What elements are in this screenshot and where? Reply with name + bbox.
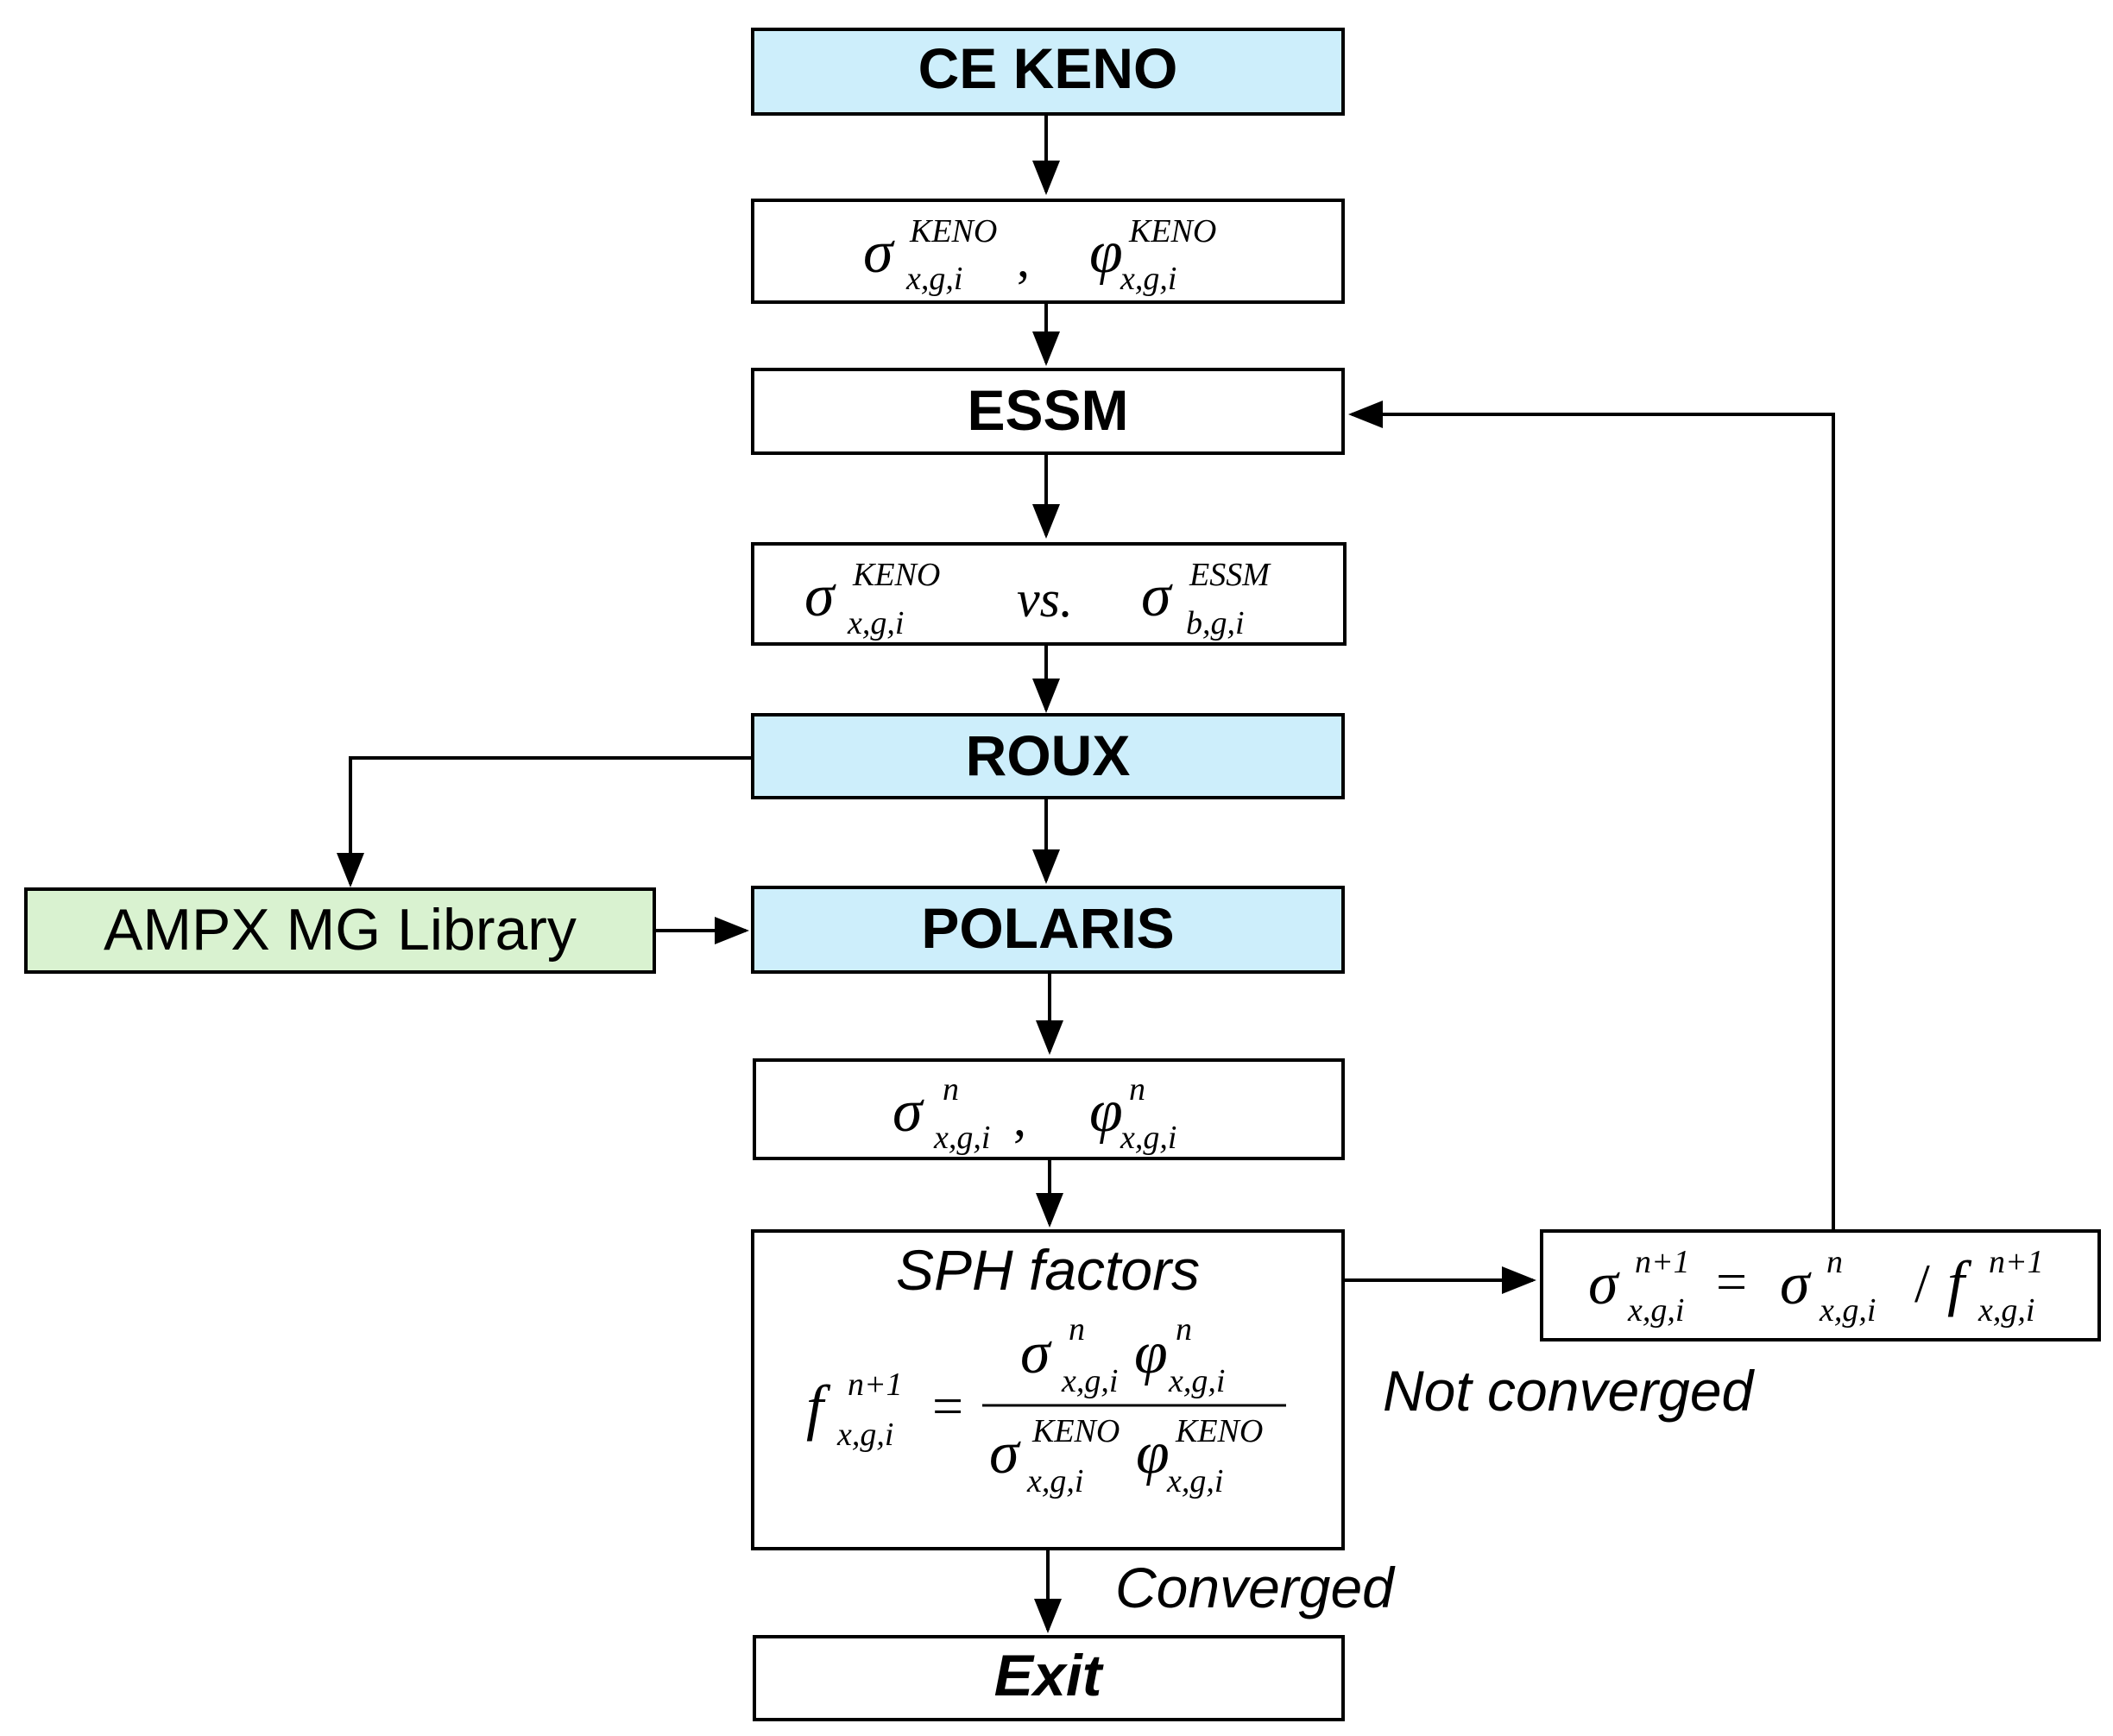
ampx-label: AMPX MG Library	[104, 897, 577, 963]
sigma-symbol: σ	[893, 1078, 924, 1145]
roux-box	[751, 713, 1345, 799]
subscript-xgi: x,g,i	[1166, 1463, 1223, 1499]
sigma-symbol: σ	[863, 219, 895, 286]
slash-sign: /	[1914, 1253, 1930, 1314]
comma: ,	[1017, 230, 1030, 287]
polaris-label: POLARIS	[921, 896, 1174, 960]
superscript-keno: KENO	[1031, 1413, 1120, 1449]
exit-label: Exit	[994, 1643, 1104, 1708]
superscript-n: n	[1129, 1071, 1145, 1108]
polaris-box	[751, 886, 1345, 974]
superscript-n1: n+1	[848, 1367, 903, 1403]
superscript-n: n	[1069, 1311, 1085, 1348]
subscript-xgi: x,g,i	[1061, 1363, 1118, 1399]
superscript-n1: n+1	[1635, 1244, 1690, 1280]
superscript-keno: KENO	[909, 213, 997, 249]
essm-label: ESSM	[967, 378, 1128, 442]
ampx-box	[24, 887, 656, 974]
superscript-n: n	[1176, 1311, 1192, 1348]
keno-vs-essm-formula: σ KENO x,g,i vs. σ ESSM b,g,i	[804, 557, 1271, 641]
subscript-xgi: x,g,i	[1168, 1363, 1225, 1399]
keno-xs-flux-node: σ KENO x,g,i , φ KENO x,g,i	[751, 199, 1345, 304]
phi-symbol: φ	[1089, 219, 1123, 286]
keno-vs-essm-node: σ KENO x,g,i vs. σ ESSM b,g,i	[751, 542, 1347, 646]
phi-symbol: φ	[1136, 1420, 1170, 1487]
keno-vs-essm-box	[751, 542, 1347, 646]
comma: ,	[1013, 1089, 1026, 1146]
ampx-node: AMPX MG Library	[24, 887, 656, 974]
essm-box	[751, 368, 1345, 455]
mg-xs-flux-node: σ n x,g,i , φ n x,g,i	[753, 1058, 1345, 1160]
subscript-xgi: x,g,i	[1627, 1292, 1684, 1329]
connectors	[337, 115, 1835, 1633]
equals-sign: =	[932, 1375, 963, 1436]
superscript-essm: ESSM	[1189, 557, 1271, 593]
sph-formula: f n+1 x,g,i = σ n x,g,i φ n x,g,i σ KENO…	[806, 1311, 1286, 1499]
superscript-keno: KENO	[852, 557, 940, 593]
sigma-symbol: σ	[989, 1420, 1021, 1487]
sph-box	[751, 1229, 1345, 1550]
sigma-symbol: σ	[804, 563, 836, 629]
superscript-n: n	[1826, 1244, 1843, 1280]
exit-box	[753, 1635, 1345, 1721]
roux-node: ROUX	[751, 713, 1345, 799]
subscript-xgi: x,g,i	[1120, 1120, 1176, 1156]
ce-keno-node: CE KENO	[751, 28, 1345, 116]
ce-keno-box	[751, 28, 1345, 116]
subscript-xgi: x,g,i	[836, 1417, 893, 1453]
mg-xs-flux-box	[753, 1058, 1345, 1160]
update-xs-box	[1540, 1229, 2101, 1341]
arrow-update-to-essm	[1348, 401, 1835, 1230]
ce-keno-label: CE KENO	[918, 36, 1178, 100]
subscript-xgi: x,g,i	[1026, 1463, 1083, 1499]
sigma-symbol: σ	[1588, 1251, 1620, 1317]
subscript-xgi: x,g,i	[1977, 1292, 2034, 1329]
sph-title: SPH factors	[896, 1238, 1200, 1302]
keno-xs-formula: σ KENO x,g,i , φ KENO x,g,i	[863, 213, 1216, 297]
equals-sign: =	[1716, 1251, 1747, 1312]
phi-symbol: φ	[1134, 1320, 1168, 1386]
exit-node: Exit	[753, 1635, 1345, 1721]
superscript-n1: n+1	[1989, 1244, 2044, 1280]
converged-label: Converged	[1115, 1556, 1396, 1619]
sph-node: SPH factors f n+1 x,g,i = σ n x,g,i φ n …	[751, 1229, 1345, 1550]
subscript-xgi: x,g,i	[905, 261, 962, 297]
not-converged-label: Not converged	[1383, 1359, 1756, 1423]
mg-xs-formula: σ n x,g,i , φ n x,g,i	[893, 1071, 1176, 1156]
superscript-keno: KENO	[1128, 213, 1216, 249]
update-xs-node: σ n+1 x,g,i = σ n x,g,i / f n+1 x,g,i	[1540, 1229, 2101, 1341]
sigma-symbol: σ	[1141, 563, 1173, 629]
sigma-symbol: σ	[1780, 1251, 1812, 1317]
superscript-keno: KENO	[1175, 1413, 1263, 1449]
keno-xs-flux-box	[751, 199, 1345, 304]
sigma-symbol: σ	[1020, 1320, 1052, 1386]
essm-node: ESSM	[751, 368, 1345, 455]
superscript-n: n	[943, 1071, 959, 1108]
subscript-bgi: b,g,i	[1186, 605, 1245, 641]
subscript-xgi: x,g,i	[1120, 261, 1176, 297]
subscript-xgi: x,g,i	[1819, 1292, 1876, 1329]
polaris-node: POLARIS	[751, 886, 1345, 974]
vs-text: vs.	[1017, 571, 1073, 628]
subscript-xgi: x,g,i	[933, 1120, 990, 1156]
roux-label: ROUX	[966, 723, 1131, 787]
arrow-roux-to-ampx	[337, 756, 753, 887]
phi-symbol: φ	[1089, 1078, 1123, 1145]
subscript-xgi: x,g,i	[847, 605, 904, 641]
update-xs-formula: σ n+1 x,g,i = σ n x,g,i / f n+1 x,g,i	[1588, 1244, 2044, 1329]
